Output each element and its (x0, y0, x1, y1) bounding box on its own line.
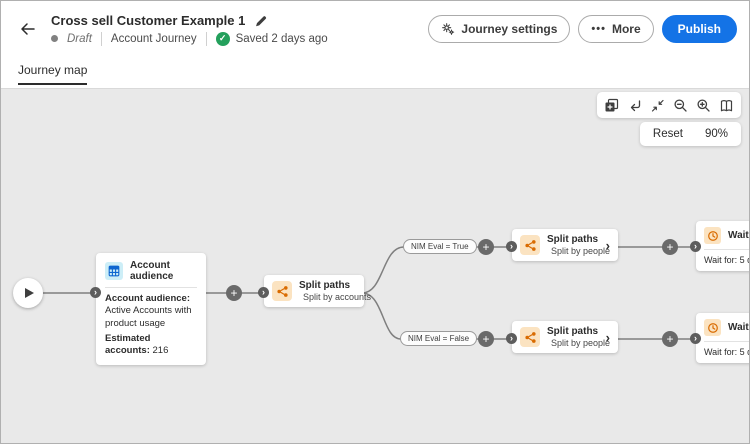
journey-start-node[interactable] (13, 278, 43, 308)
add-node-button[interactable]: + (226, 285, 242, 301)
copy-add-icon (605, 98, 619, 111)
divider (704, 341, 749, 342)
check-circle-icon: ✓ (215, 31, 230, 46)
zoom-in-button[interactable] (693, 95, 714, 116)
wait-duration: Wait for: 5 days (704, 255, 749, 265)
estimate-label: Estimated accounts: (105, 333, 151, 357)
split-share-icon (520, 235, 540, 255)
map-book-icon (720, 99, 733, 111)
wait-node-bottom[interactable]: Wait Wait for: 5 days (696, 313, 749, 363)
divider (704, 249, 749, 250)
expand-chevron-icon[interactable]: › (605, 329, 610, 345)
divider (105, 287, 197, 288)
journey-type-label: Account Journey (110, 32, 197, 45)
save-status: ✓ Saved 2 days ago (215, 31, 328, 46)
canvas-toolbar (597, 92, 741, 118)
more-icon: ••• (591, 23, 606, 35)
estimate-value: 216 (152, 345, 169, 357)
audience-table-icon (105, 262, 123, 280)
gear-icon (442, 23, 455, 35)
add-node-button[interactable]: + (478, 239, 494, 255)
publish-button[interactable]: Publish (661, 15, 737, 43)
node-title: Split paths (547, 326, 599, 337)
branch-label-true[interactable]: NIM Eval = True (403, 239, 477, 254)
audience-label: Account audience: (105, 293, 190, 304)
divider (100, 31, 102, 46)
node-title: Wait (728, 230, 749, 241)
wait-duration: Wait for: 5 days (704, 347, 749, 357)
audience-description: Account audience: Active Accounts with p… (105, 293, 197, 358)
minimap-button[interactable] (716, 95, 737, 116)
add-node-button[interactable]: + (662, 239, 678, 255)
journey-canvas[interactable]: Reset 90% Account audience (1, 89, 749, 443)
play-icon (25, 288, 34, 298)
node-title: Account audience (130, 260, 174, 282)
journey-settings-label: Journey settings (461, 22, 558, 36)
collapse-arrows-icon (651, 99, 664, 112)
clock-icon (704, 319, 721, 336)
add-node-button[interactable]: + (662, 331, 678, 347)
journey-settings-button[interactable]: Journey settings (428, 15, 571, 43)
zoom-out-button[interactable] (670, 95, 691, 116)
branch-label-false[interactable]: NIM Eval = False (400, 331, 478, 346)
zoom-controls: Reset 90% (639, 122, 741, 146)
page-title: Cross sell Customer Example 1 (51, 12, 246, 28)
expand-chevron-icon[interactable]: › (605, 237, 610, 253)
split-share-icon (520, 327, 540, 347)
node-entry-chevron-icon: › (506, 333, 517, 344)
add-to-selection-button[interactable] (601, 95, 622, 116)
rearrange-button[interactable] (624, 95, 645, 116)
turn-arrow-icon (630, 99, 641, 111)
split-paths-accounts-node[interactable]: Split paths Split by accounts (264, 275, 371, 307)
audience-value: Active Accounts with product usage (105, 305, 192, 329)
tab-journey-map[interactable]: Journey map (18, 63, 88, 85)
collapse-button[interactable] (647, 95, 668, 116)
divider (205, 31, 207, 46)
node-title: Split paths (547, 234, 599, 245)
node-subtitle: Split by people (547, 246, 610, 256)
tab-bar: Journey map (1, 57, 749, 89)
back-button[interactable] (15, 17, 39, 41)
node-title: Split paths (299, 280, 351, 291)
split-paths-people-node-bottom[interactable]: Split paths Split by people › (512, 321, 618, 357)
node-entry-chevron-icon: › (90, 287, 101, 298)
reset-zoom-button[interactable]: Reset (652, 128, 683, 140)
clock-icon (704, 227, 721, 244)
node-entry-chevron-icon: › (506, 241, 517, 252)
node-title: Wait (728, 322, 749, 333)
header: Cross sell Customer Example 1 Draft Acco… (1, 1, 749, 57)
back-arrow-icon (21, 23, 35, 35)
status-badge: Draft (67, 32, 92, 45)
zoom-level-button[interactable]: 90% (704, 128, 728, 140)
more-button[interactable]: ••• More (578, 15, 654, 43)
add-node-button[interactable]: + (478, 331, 494, 347)
zoom-out-icon (674, 98, 687, 112)
account-audience-node[interactable]: Account audience Account audience: Activ… (96, 253, 206, 365)
node-subtitle: Split by people (547, 338, 610, 348)
node-subtitle: Split by accounts (299, 292, 371, 302)
node-entry-chevron-icon: › (258, 287, 269, 298)
split-share-icon (272, 281, 292, 301)
node-entry-chevron-icon: › (690, 241, 701, 252)
more-label: More (611, 22, 641, 36)
edit-pencil-icon[interactable] (254, 14, 267, 27)
wait-node-top[interactable]: Wait Wait for: 5 days (696, 221, 749, 271)
saved-label: Saved 2 days ago (235, 32, 328, 45)
status-dot-icon (51, 35, 58, 42)
split-paths-people-node-top[interactable]: Split paths Split by people › (512, 229, 618, 265)
zoom-in-icon (697, 98, 710, 112)
node-entry-chevron-icon: › (690, 333, 701, 344)
